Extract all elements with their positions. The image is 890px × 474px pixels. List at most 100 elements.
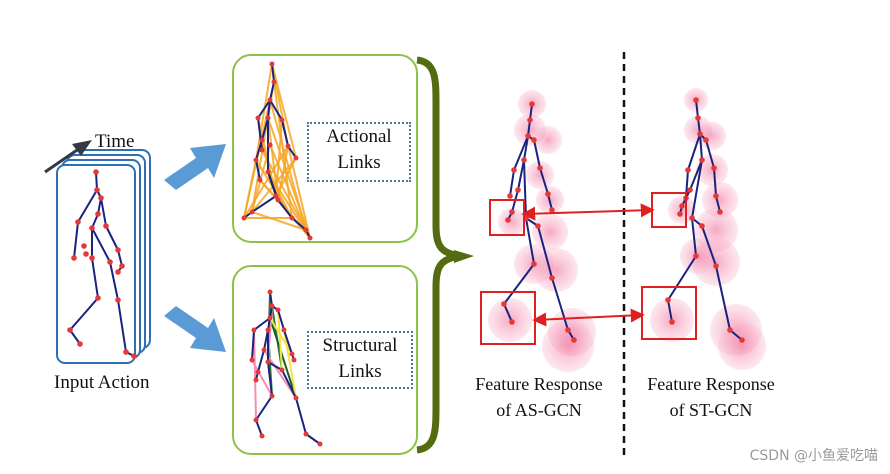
- joint: [275, 197, 281, 203]
- bone: [271, 63, 275, 83]
- response-glow: [488, 298, 532, 342]
- joint: [293, 155, 299, 161]
- time-label: Time: [95, 131, 135, 152]
- response-glow: [718, 322, 766, 370]
- joint: [115, 297, 121, 303]
- joint: [509, 319, 515, 325]
- structural-links-line1: Structural: [322, 335, 398, 356]
- joint: [103, 223, 109, 229]
- actional-links-line2: Links: [337, 152, 381, 173]
- joint: [259, 147, 265, 153]
- bone: [705, 139, 715, 169]
- bone: [525, 217, 535, 265]
- as-gcn-skeleton: [488, 90, 596, 372]
- bone: [277, 199, 293, 219]
- joint: [711, 165, 717, 171]
- joint: [739, 337, 745, 343]
- bone: [109, 261, 119, 301]
- bone: [509, 169, 515, 197]
- joint: [537, 165, 543, 171]
- blue-arrow-to-actional: [164, 144, 226, 190]
- joint: [279, 117, 285, 123]
- joint: [251, 327, 257, 333]
- actional-skeleton: [241, 61, 313, 241]
- joint: [271, 79, 277, 85]
- joint: [695, 115, 701, 121]
- joint: [115, 247, 121, 253]
- joint: [94, 187, 100, 193]
- actional-link: [255, 63, 273, 161]
- bone: [513, 135, 529, 171]
- response-glow: [696, 154, 728, 186]
- bone: [667, 255, 697, 301]
- bone: [91, 227, 111, 263]
- structural-link: [253, 329, 257, 421]
- response-glow: [698, 122, 726, 150]
- joint: [131, 353, 137, 359]
- bone: [269, 99, 283, 121]
- structural-link: [263, 349, 297, 399]
- bone: [503, 263, 535, 305]
- actional-link: [275, 119, 283, 197]
- joint: [267, 289, 273, 295]
- joint: [529, 101, 535, 107]
- joint: [693, 253, 699, 259]
- joint: [267, 315, 273, 321]
- joint: [303, 431, 309, 437]
- bone: [695, 99, 699, 119]
- bone: [105, 225, 119, 251]
- bone: [277, 309, 285, 331]
- joint: [255, 369, 261, 375]
- joint: [265, 115, 271, 121]
- joint: [98, 195, 104, 201]
- joint: [679, 203, 685, 209]
- bone: [291, 217, 307, 231]
- joint: [89, 225, 95, 231]
- bone: [91, 257, 99, 299]
- joint: [269, 61, 275, 67]
- joint: [273, 193, 279, 199]
- bone: [533, 139, 541, 169]
- joint: [249, 357, 255, 363]
- bone: [267, 361, 273, 397]
- joint: [241, 215, 247, 221]
- joint: [713, 193, 719, 199]
- joint: [265, 327, 271, 333]
- st-gcn-caption-line2: of ST-GCN: [669, 400, 753, 420]
- joint: [269, 393, 275, 399]
- joint: [571, 337, 577, 343]
- structural-link: [283, 329, 297, 399]
- joint: [261, 347, 267, 353]
- structural-skeleton: [249, 289, 323, 447]
- joint: [501, 301, 507, 307]
- bone: [257, 99, 271, 119]
- bone: [257, 349, 265, 373]
- joint: [95, 295, 101, 301]
- joint: [291, 357, 297, 363]
- structural-link: [251, 359, 273, 397]
- as-gcn-caption: Feature Response of AS-GCN: [456, 371, 622, 423]
- bone: [305, 433, 321, 445]
- bone: [269, 81, 275, 101]
- joint: [93, 169, 99, 175]
- st-gcn-caption: Feature Response of ST-GCN: [628, 371, 794, 423]
- structural-links-label: Structural Links: [307, 331, 413, 389]
- compare-arrow-lower: [532, 308, 645, 327]
- joint: [83, 251, 89, 257]
- joint: [713, 263, 719, 269]
- joint: [253, 377, 259, 383]
- joint: [511, 167, 517, 173]
- joint: [527, 117, 533, 123]
- joint: [727, 327, 733, 333]
- joint: [317, 441, 323, 447]
- response-glow: [526, 161, 554, 189]
- joint: [549, 207, 555, 213]
- response-glow: [498, 208, 526, 236]
- joint: [697, 131, 703, 137]
- actional-links-label: Actional Links: [307, 122, 411, 182]
- joint: [703, 137, 709, 143]
- actional-link: [243, 159, 257, 219]
- bone: [253, 317, 271, 331]
- bone: [295, 397, 307, 435]
